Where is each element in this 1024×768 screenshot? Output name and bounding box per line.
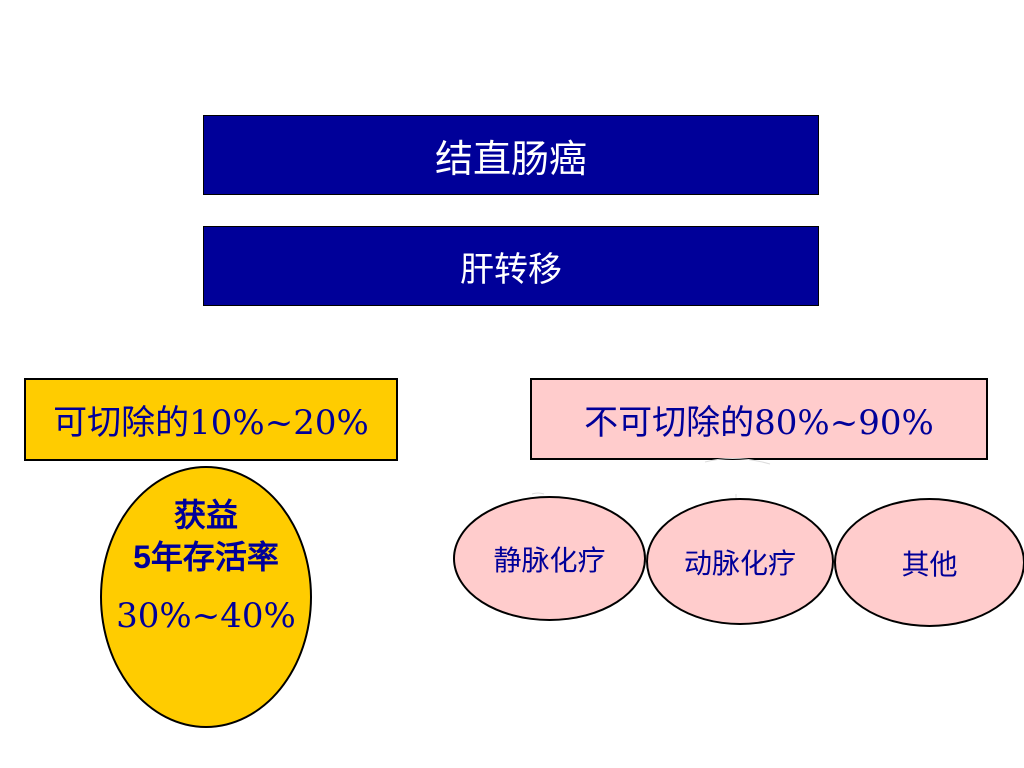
unresectable-text: 不可切除的80%~90%: [584, 402, 934, 443]
title-box: 结直肠癌: [203, 115, 819, 195]
subtitle-text: 肝转移: [460, 249, 562, 290]
treatment-label: 静脉化疗: [493, 543, 606, 577]
treatment-label: 其他: [901, 547, 958, 581]
subtitle-box: 肝转移: [203, 226, 819, 306]
treatment-label: 动脉化疗: [683, 546, 796, 580]
survival-rate-label: 5年存活率: [100, 532, 312, 578]
unresectable-box: 不可切除的80%~90%: [530, 378, 988, 460]
resectable-box: 可切除的10%~20%: [24, 378, 398, 461]
survival-value: 30%~40%: [116, 596, 296, 636]
treatment-ellipse-other: 其他: [834, 498, 1024, 627]
survival-text: 年存活率: [150, 538, 279, 576]
survival-years: 5: [133, 539, 151, 575]
title-text: 结直肠癌: [434, 136, 587, 181]
benefit-title: 获益: [173, 496, 238, 534]
treatment-ellipse-iv-chemo: 静脉化疗: [453, 496, 646, 621]
treatment-ellipse-arterial-chemo: 动脉化疗: [646, 498, 834, 625]
benefit-ellipse: [100, 466, 312, 728]
resectable-text: 可切除的10%~20%: [53, 403, 369, 443]
